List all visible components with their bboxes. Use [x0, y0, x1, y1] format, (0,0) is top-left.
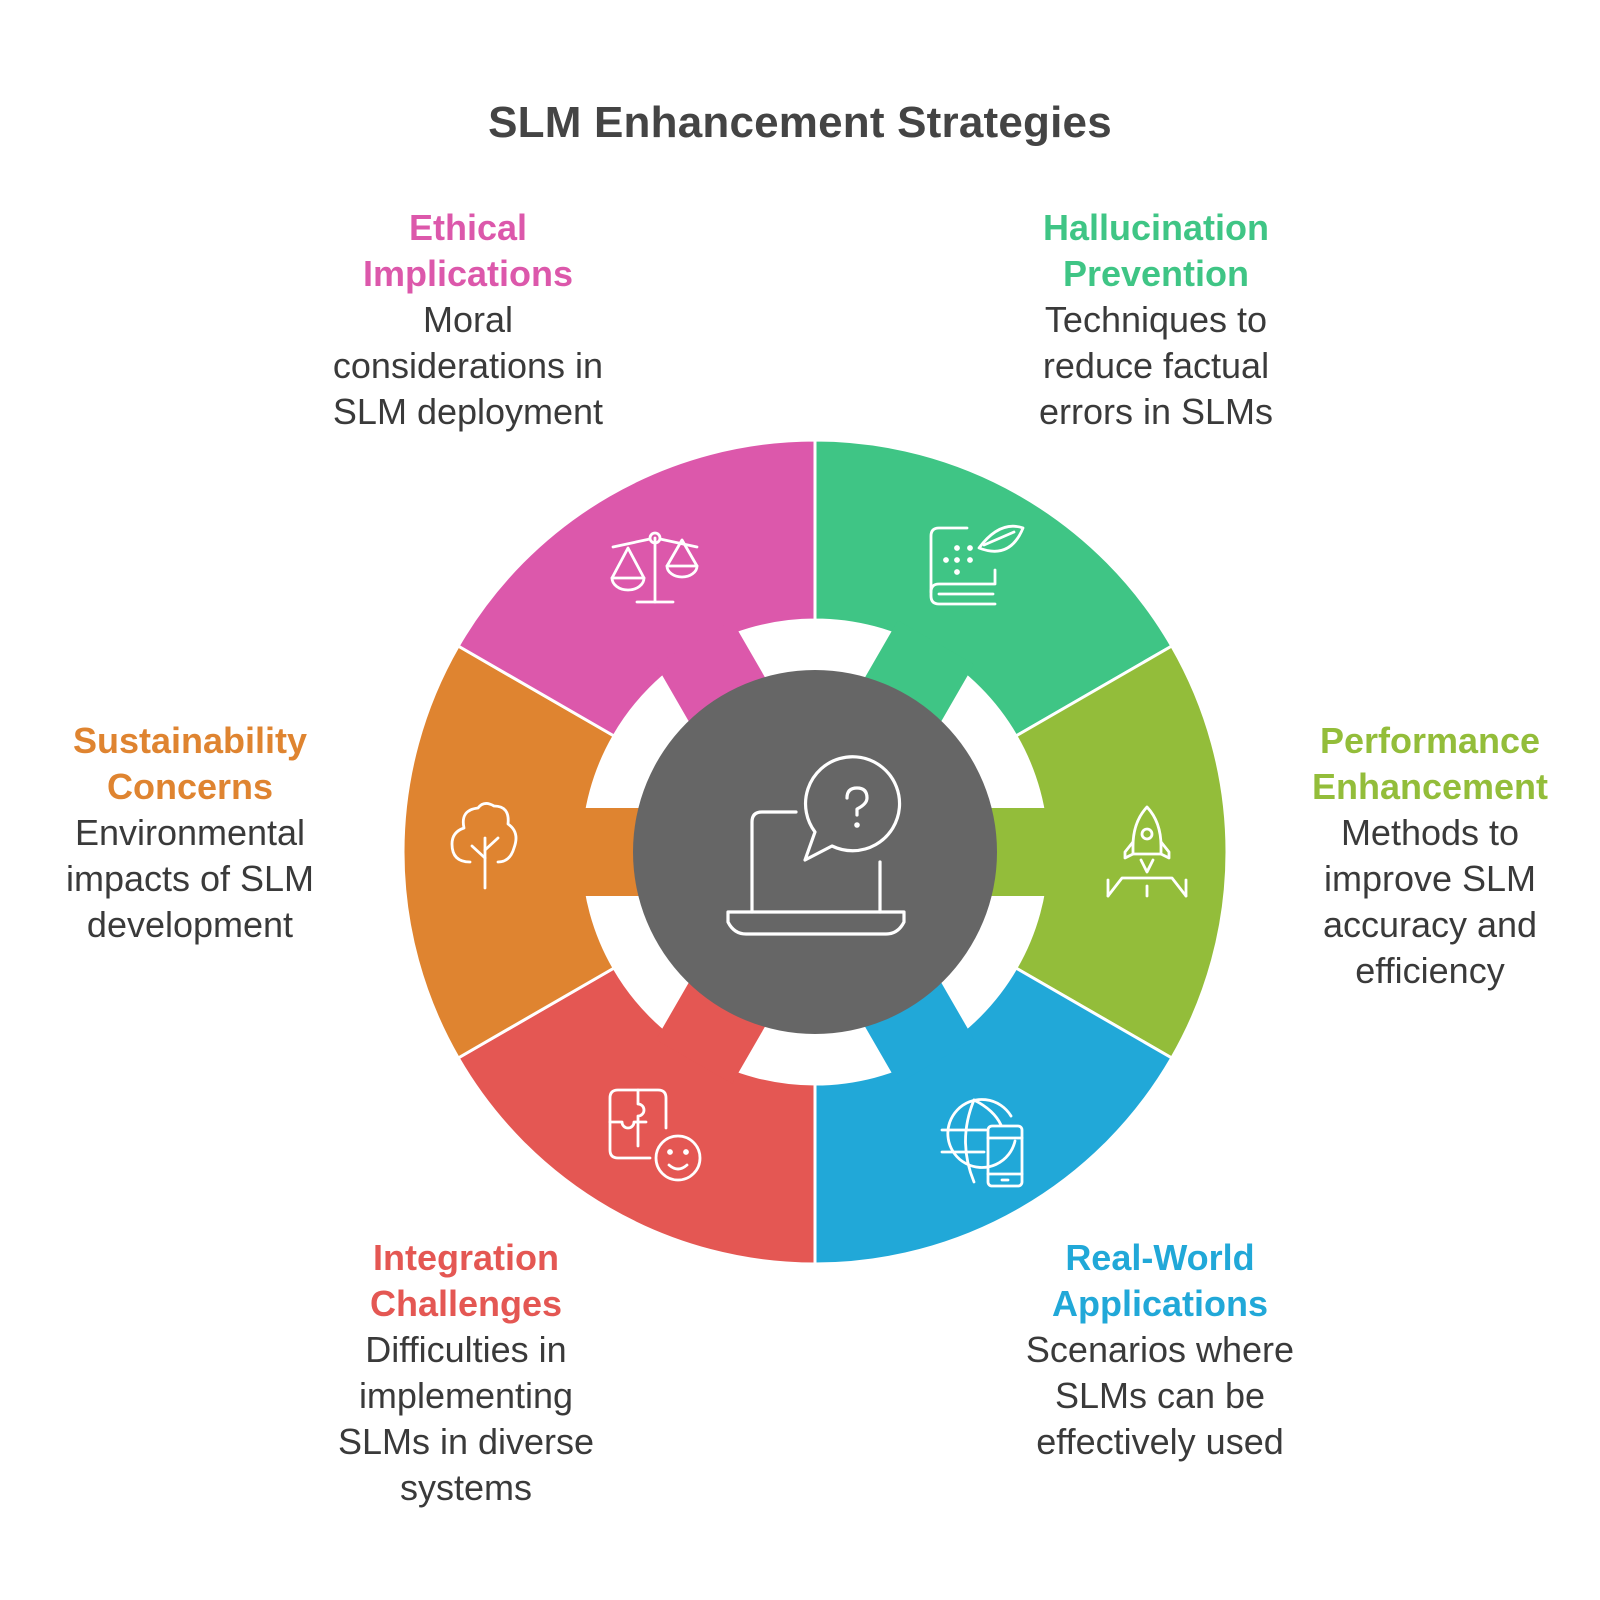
description-line: effectively used — [1036, 1421, 1284, 1462]
heading-line: Enhancement — [1311, 766, 1549, 807]
description-line: impacts of SLM — [65, 858, 315, 899]
description-line: Environmental — [74, 812, 306, 853]
description-line: Methods to — [1340, 812, 1520, 853]
heading-line: Challenges — [369, 1283, 563, 1324]
heading-line: Sustainability — [72, 720, 308, 761]
heading-line: Applications — [1051, 1283, 1269, 1324]
heading-line: Implications — [362, 253, 574, 294]
description-line: accuracy and — [1322, 904, 1538, 945]
description-line: Difficulties in — [365, 1329, 567, 1370]
description-line: Scenarios where — [1025, 1329, 1295, 1370]
heading-line: Integration — [373, 1237, 559, 1278]
description-line: errors in SLMs — [1038, 391, 1274, 432]
description-line: reduce factual — [1042, 345, 1270, 386]
description-line: improve SLM — [1323, 858, 1537, 899]
center-hub — [633, 670, 997, 1034]
heading-line: Performance — [1319, 720, 1541, 761]
description-line: implementing — [358, 1375, 574, 1416]
globe-phone-icon — [940, 1098, 1024, 1188]
laptop-question-icon — [726, 755, 906, 936]
description-line: systems — [399, 1467, 532, 1508]
description-line: development — [86, 904, 294, 945]
rocket-launch-icon — [1106, 805, 1188, 898]
description-line: efficiency — [1355, 950, 1505, 991]
description-line: Moral — [422, 299, 514, 340]
description-line: SLMs can be — [1054, 1375, 1266, 1416]
scales-icon — [610, 531, 699, 604]
tree-icon — [450, 802, 518, 890]
description-line: SLMs in diverse — [337, 1421, 595, 1462]
heading-line: Real-World — [1065, 1237, 1255, 1278]
heading-line: Concerns — [106, 766, 274, 807]
diagram-title: SLM Enhancement Strategies — [488, 98, 1112, 147]
description-line: considerations in — [332, 345, 604, 386]
puzzle-face-icon — [608, 1088, 702, 1182]
book-leaf-icon — [929, 524, 1025, 606]
heading-line: Ethical — [408, 207, 528, 248]
heading-line: Prevention — [1062, 253, 1250, 294]
description-line: SLM deployment — [332, 391, 604, 432]
heading-line: Hallucination — [1042, 207, 1270, 248]
description-line: Techniques to — [1044, 299, 1268, 340]
